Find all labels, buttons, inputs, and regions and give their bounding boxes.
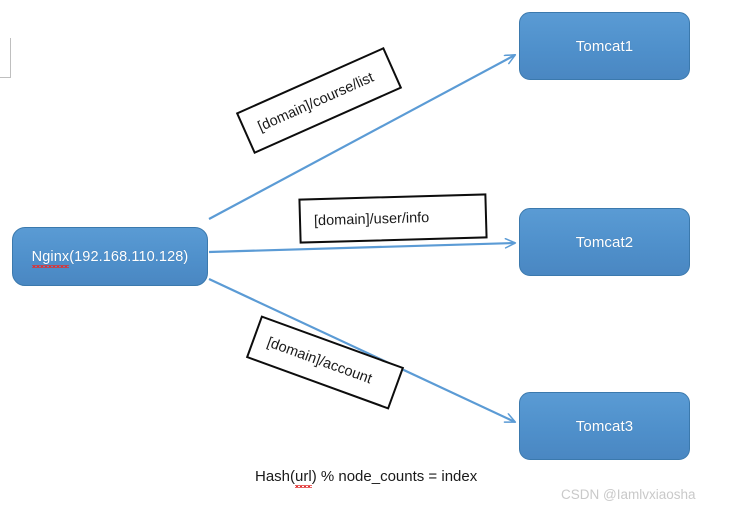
connector-nginx-to-tomcat2	[208, 243, 515, 254]
node-tomcat3[interactable]: Tomcat3	[519, 392, 690, 460]
node-nginx-label: Nginx(192.168.110.128)	[31, 248, 189, 268]
page-margin-guide-vertical	[10, 38, 11, 78]
node-tomcat1-label: Tomcat1	[575, 37, 634, 55]
node-tomcat2[interactable]: Tomcat2	[519, 208, 690, 276]
node-nginx-label-suffix: (192.168.110.128)	[69, 248, 189, 265]
node-tomcat2-label: Tomcat2	[575, 233, 634, 251]
caption-misspelled-word: url	[295, 468, 312, 488]
node-tomcat1[interactable]: Tomcat1	[519, 12, 690, 80]
connector-nginx-to-tomcat1	[208, 54, 515, 220]
node-tomcat3-label: Tomcat3	[575, 417, 634, 435]
csdn-watermark: CSDN @Iamlvxiaosha	[561, 487, 696, 502]
node-nginx-label-prefix: Nginx	[31, 248, 70, 268]
route-label-user-info-text: [domain]/user/info	[313, 209, 430, 229]
route-label-user-info[interactable]: [domain]/user/info	[298, 193, 488, 244]
page-margin-guide-horizontal	[0, 77, 11, 78]
caption-after: ) % node_counts = index	[311, 468, 478, 485]
hash-formula-caption: Hash(url) % node_counts = index	[255, 468, 478, 488]
node-nginx[interactable]: Nginx(192.168.110.128)	[12, 227, 208, 286]
connector-nginx-to-tomcat3	[208, 278, 515, 423]
caption-before: Hash(	[255, 468, 296, 485]
